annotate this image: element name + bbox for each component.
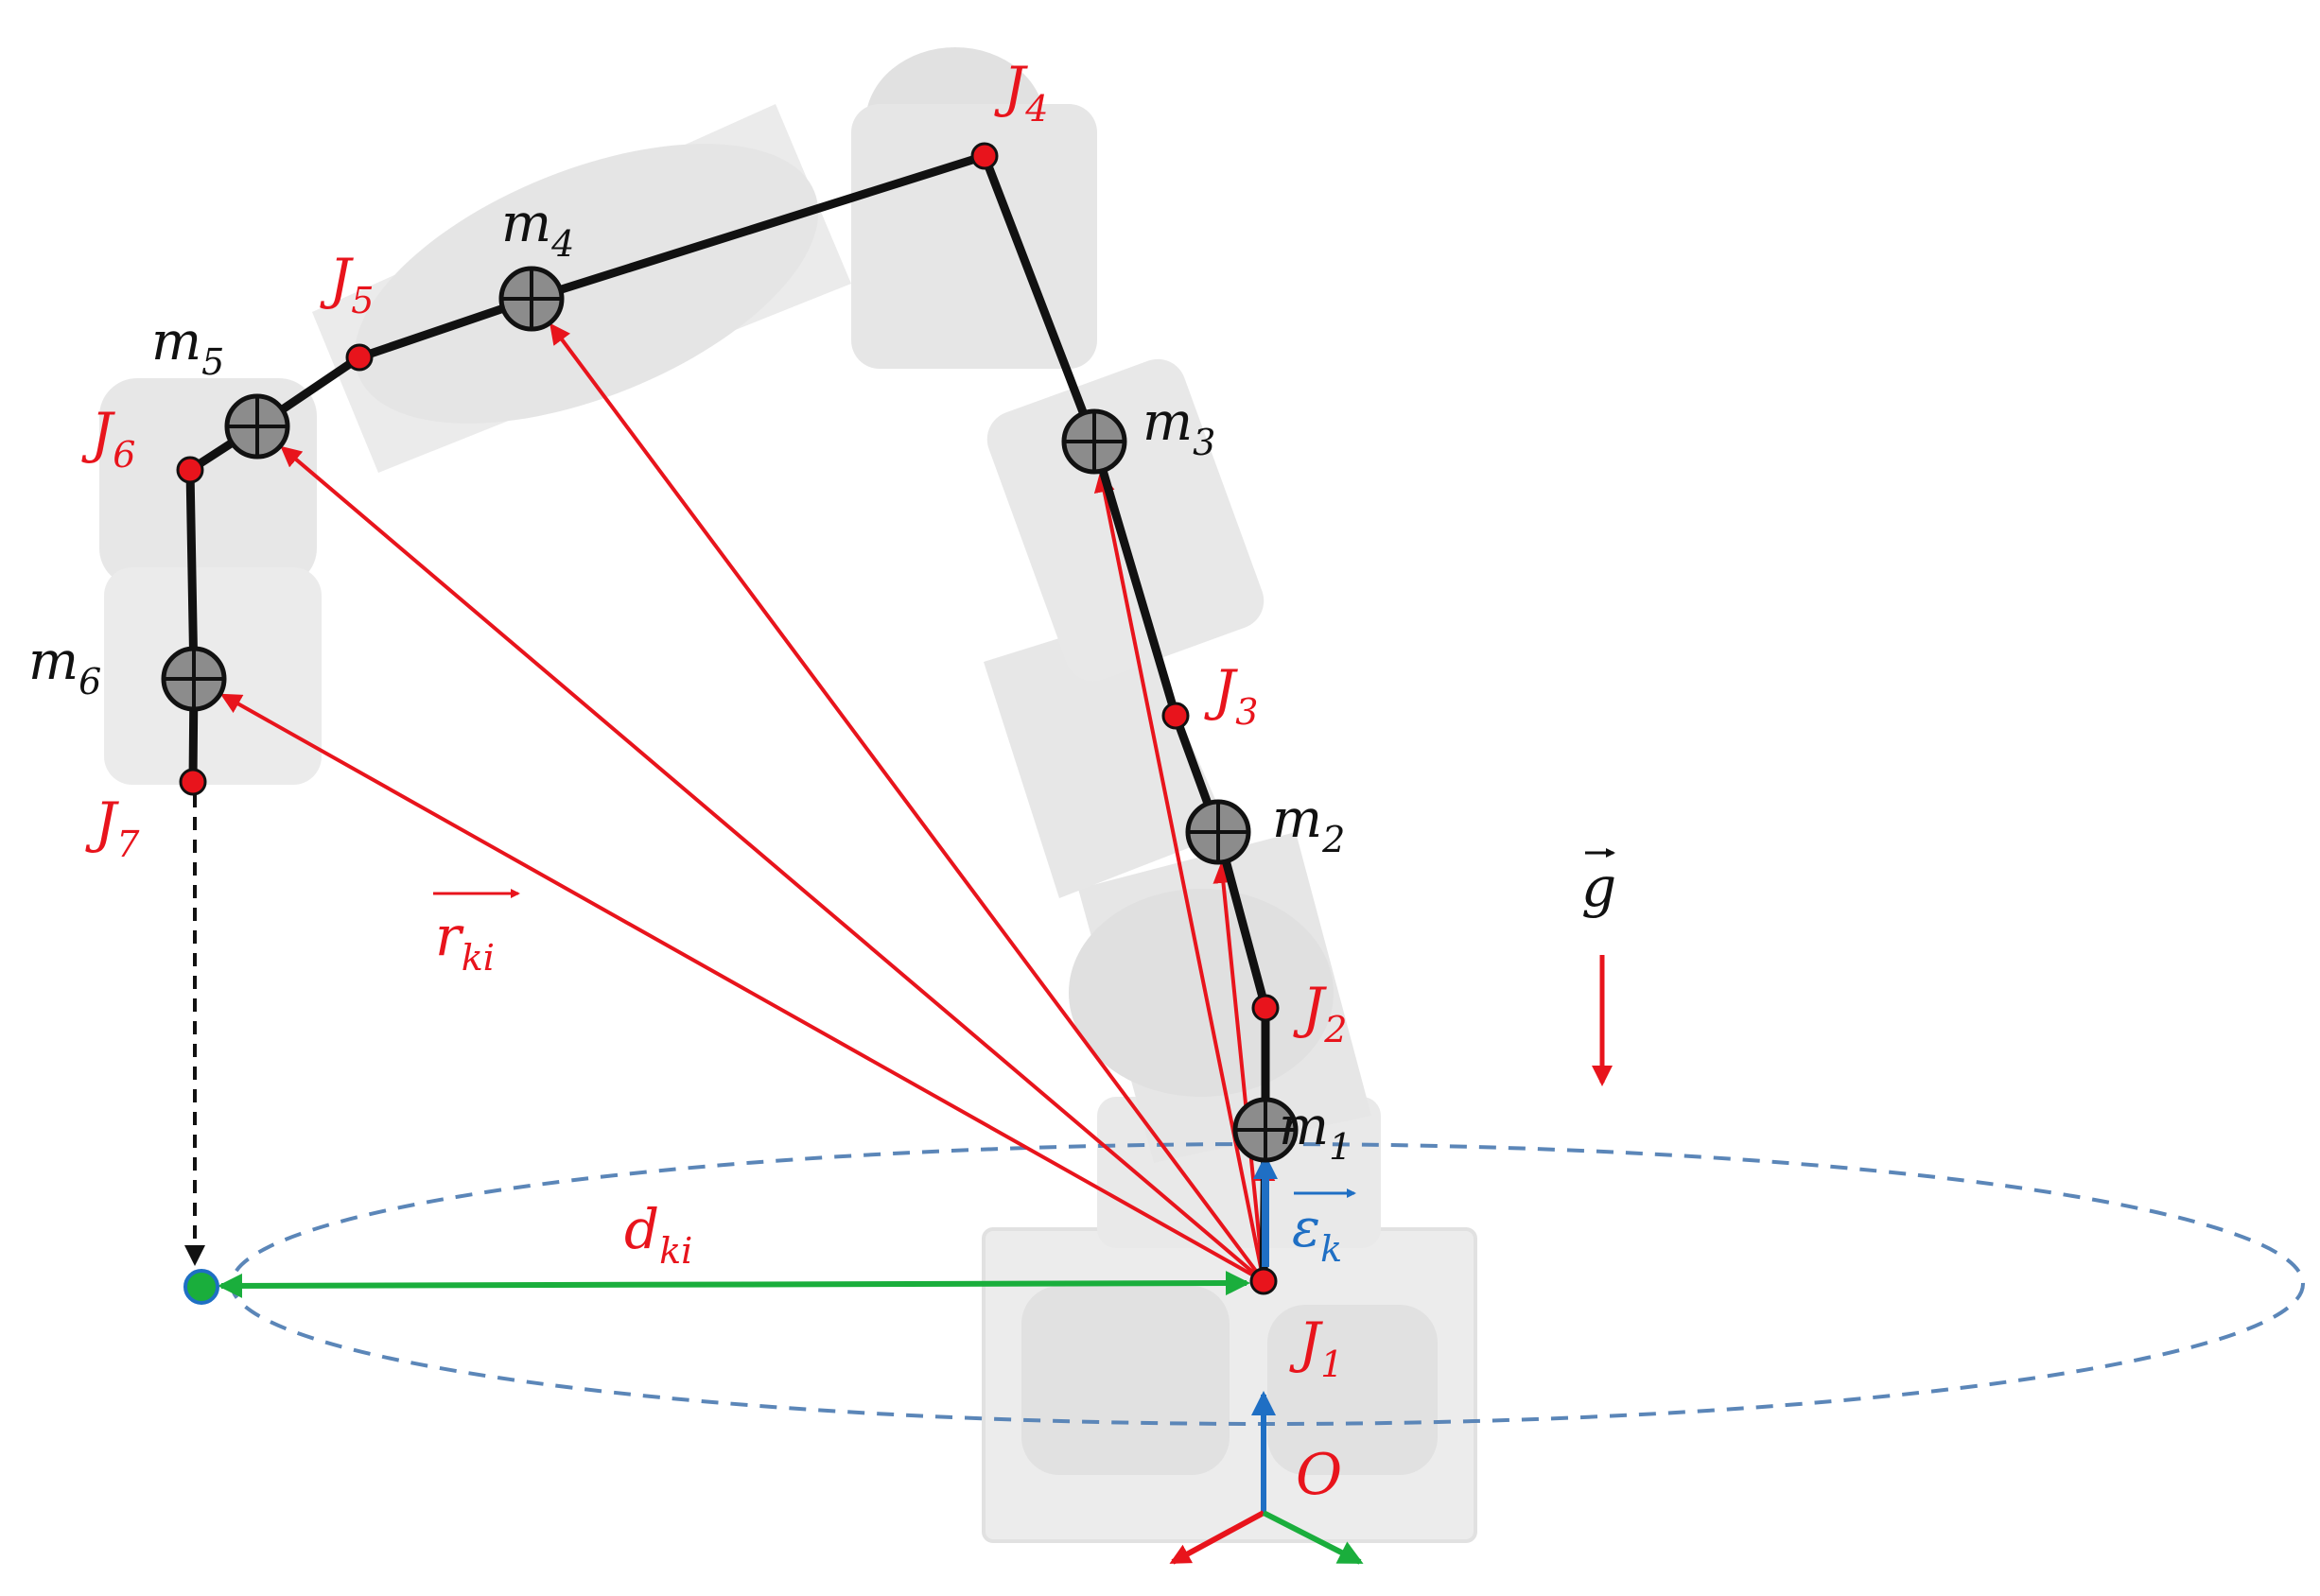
vector-label-d-ki: dki (624, 1197, 692, 1272)
robot-arm-photo (99, 47, 1477, 1543)
red-dot-icon-J6 (176, 456, 204, 484)
position-vector-m4 (549, 322, 1265, 1283)
position-vector-m5 (280, 445, 1265, 1283)
position-vector-m3 (1093, 471, 1265, 1282)
joint-label-J7: J7 (85, 790, 140, 865)
mass-markers (161, 266, 1299, 1163)
joint-label-J1: J1 (1289, 1310, 1343, 1385)
vector-label-g: g (1581, 848, 1616, 919)
joint-dots (176, 142, 1280, 1295)
origin-label: O (1296, 1442, 1342, 1508)
circled-plus-icon-m1 (1232, 1097, 1299, 1163)
mass-label-m4: m4 (501, 193, 574, 265)
mass-label-m1: m1 (1279, 1096, 1352, 1168)
mass-label-m6: m6 (28, 631, 101, 703)
mass-label-m3: m3 (1143, 391, 1215, 463)
red-dot-icon-J3 (1161, 702, 1190, 730)
joint-label-J3: J3 (1204, 658, 1258, 733)
svg-text:εk: εk (1292, 1198, 1342, 1270)
vector-label-r-ki: rki (433, 889, 520, 979)
circled-plus-icon-m6 (161, 646, 227, 712)
position-vector-m6 (219, 693, 1265, 1283)
circled-plus-icon-m3 (1061, 408, 1127, 475)
position-vector-m2 (1212, 861, 1265, 1282)
red-dot-icon-J7 (179, 768, 207, 796)
circled-plus-icon-m5 (224, 393, 290, 460)
circled-plus-icon-m2 (1185, 799, 1251, 865)
red-dot-icon-J1 (1249, 1267, 1278, 1295)
green-dot-icon (183, 1269, 219, 1305)
svg-text:rki: rki (435, 904, 495, 979)
vector-label-epsilon-k: εk (1292, 1188, 1356, 1270)
origin-frame (1169, 1391, 1364, 1565)
red-dot-icon-J5 (345, 343, 374, 372)
mass-label-m2: m2 (1272, 789, 1345, 860)
mass-label-m5: m5 (151, 311, 224, 383)
red-dot-icon-J2 (1251, 994, 1280, 1022)
svg-text:g: g (1581, 855, 1616, 919)
circled-plus-icon-m4 (498, 266, 565, 332)
position-vectors (219, 322, 1276, 1283)
distance-vector (218, 1271, 1250, 1298)
red-dot-icon-J4 (970, 142, 999, 170)
